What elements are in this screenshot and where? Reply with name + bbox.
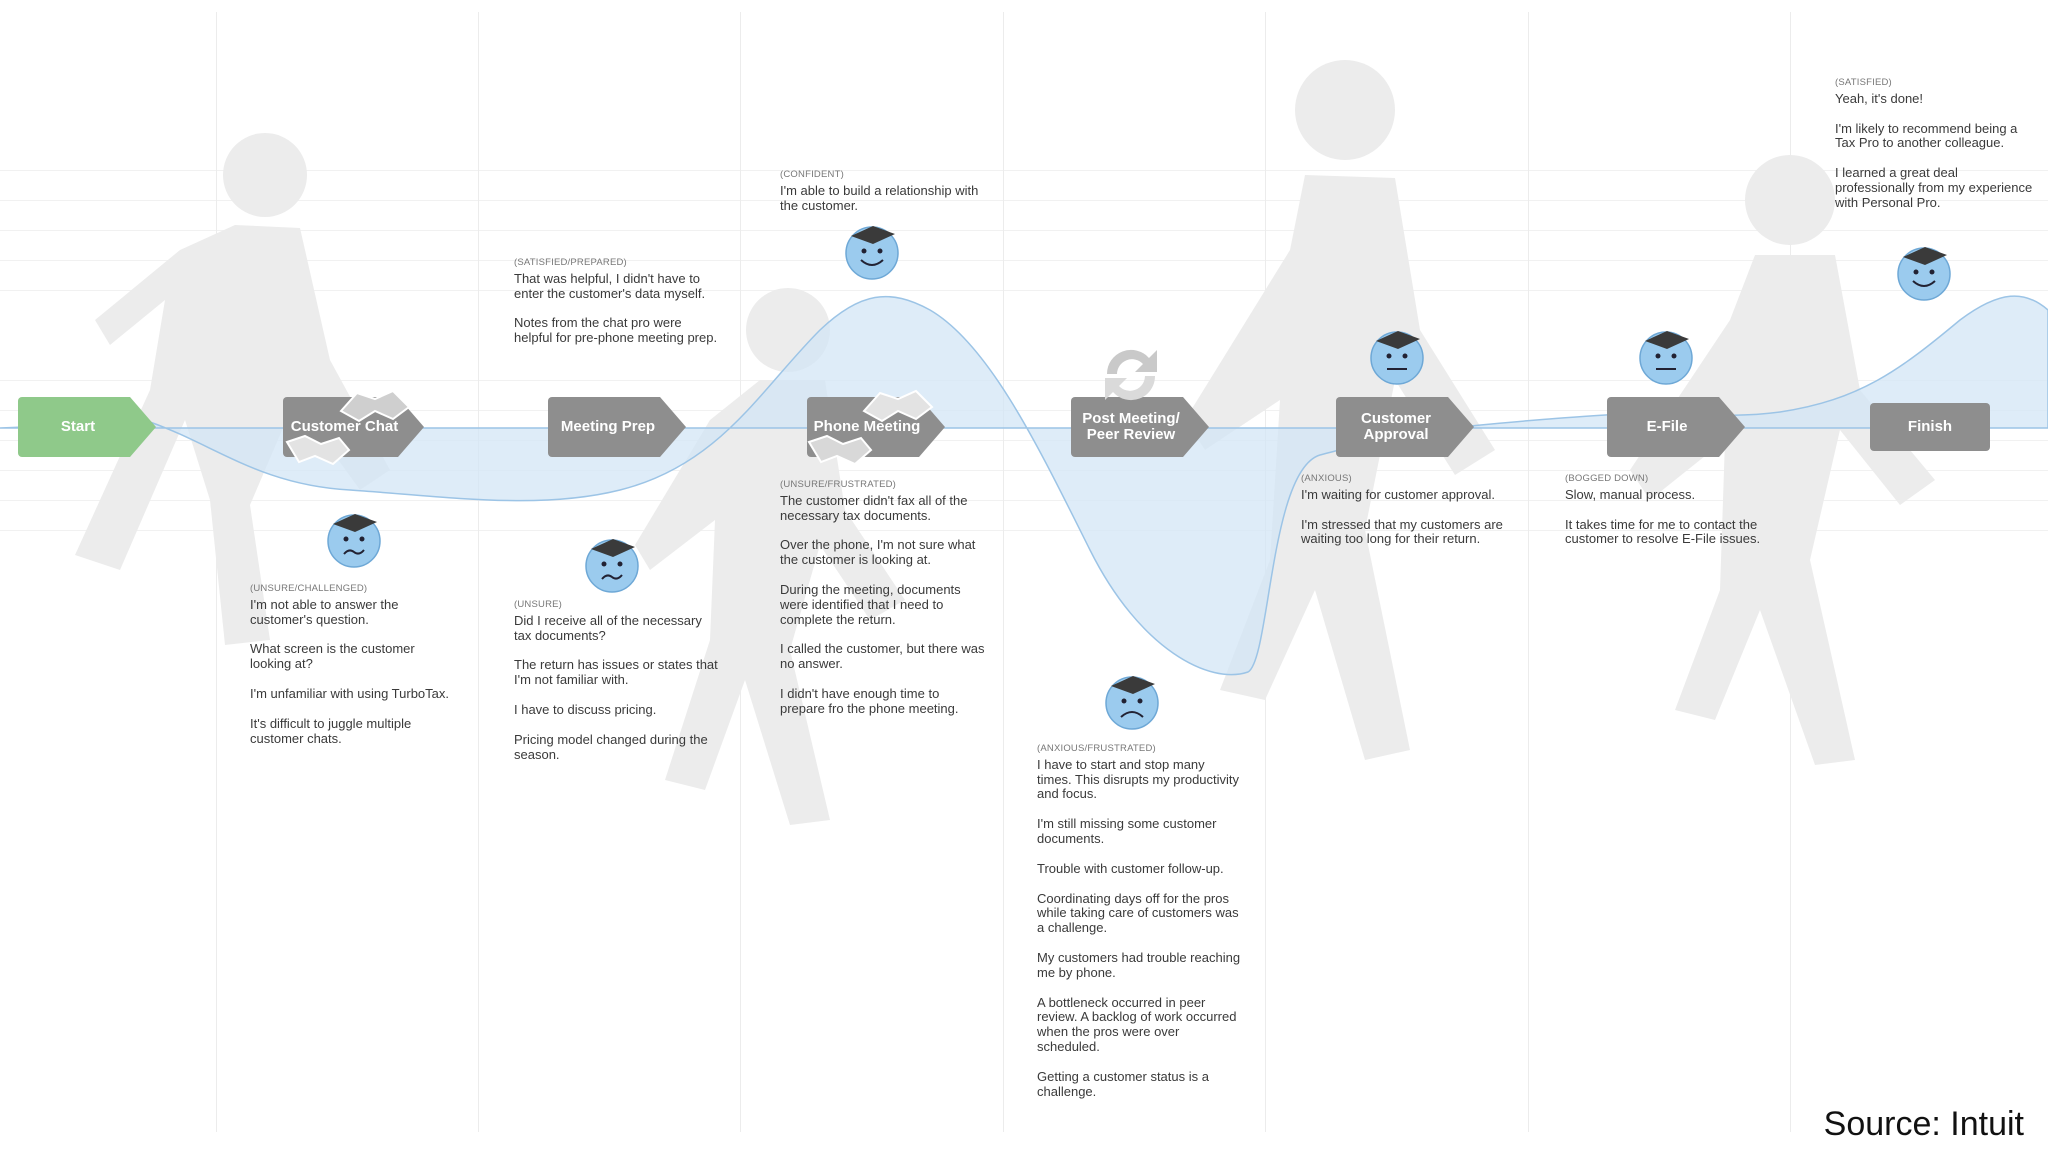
thought-text: I have to start and stop many times. Thi… bbox=[1037, 756, 1240, 802]
post-meeting-note: (ANXIOUS/FRUSTRATED) I have to start and… bbox=[1037, 742, 1242, 1114]
neutral-face-icon bbox=[1639, 331, 1693, 385]
sad-face-icon bbox=[1105, 676, 1159, 730]
thought-text: I called the customer, but there was no … bbox=[780, 641, 985, 672]
thought-text: I learned a great deal professionally fr… bbox=[1835, 165, 2033, 210]
thought-text: Did I receive all of the necessary tax d… bbox=[514, 612, 702, 643]
stage-arrow-meeting-prep: Meeting Prep bbox=[548, 397, 686, 457]
thought-text: I didn't have enough time to prepare fro… bbox=[780, 685, 959, 716]
thought-text: I'm waiting for customer approval. bbox=[1301, 486, 1495, 502]
grid-line bbox=[0, 290, 2048, 291]
walking-figure-icon bbox=[1630, 155, 1935, 765]
meeting-prep-satisfied-note: (SATISFIED/PREPARED) That was helpful, I… bbox=[514, 256, 719, 361]
grid-line bbox=[0, 380, 2048, 381]
finish-note: (SATISFIED) Yeah, it's done! I'm likely … bbox=[1835, 76, 2040, 226]
thought-text: Getting a customer status is a challenge… bbox=[1037, 1068, 1209, 1099]
handshake-icon bbox=[807, 434, 873, 466]
mood-label: (ANXIOUS) bbox=[1301, 473, 1352, 484]
handshake-icon bbox=[339, 389, 411, 423]
stage-arrow-post-meeting: Post Meeting/ Peer Review bbox=[1071, 397, 1209, 457]
mood-label: (BOGGED DOWN) bbox=[1565, 473, 1649, 484]
thought-text: I'm likely to recommend being a Tax Pro … bbox=[1835, 120, 2018, 151]
thought-text: During the meeting, documents were ident… bbox=[780, 581, 961, 627]
mood-label: (ANXIOUS/FRUSTRATED) bbox=[1037, 743, 1156, 754]
thought-text: I'm able to build a relationship with th… bbox=[780, 182, 979, 213]
stage-label: Customer Chat bbox=[290, 418, 399, 435]
thought-text: The return has issues or states that I'm… bbox=[514, 657, 718, 688]
thought-text: It's difficult to juggle multiple custom… bbox=[250, 715, 412, 746]
grid-line bbox=[0, 200, 2048, 201]
grid-line bbox=[0, 470, 2048, 471]
thought-text: I have to discuss pricing. bbox=[514, 701, 657, 717]
grid-line bbox=[0, 230, 2048, 231]
thought-text: Slow, manual process. bbox=[1565, 486, 1696, 502]
stage-label: Post Meeting/ Peer Review bbox=[1082, 410, 1180, 443]
thought-text: Trouble with customer follow-up. bbox=[1037, 860, 1224, 876]
happy-face-icon bbox=[845, 226, 899, 280]
stage-label: Phone Meeting bbox=[813, 418, 921, 435]
meeting-prep-unsure-note: (UNSURE) Did I receive all of the necess… bbox=[514, 598, 719, 777]
handshake-icon bbox=[285, 434, 351, 466]
stage-label: E-File bbox=[1646, 418, 1688, 435]
stage-label: Meeting Prep bbox=[560, 418, 656, 435]
phone-meeting-confident-note: (CONFIDENT) I'm able to build a relation… bbox=[780, 168, 985, 228]
mood-label: (UNSURE/CHALLENGED) bbox=[250, 583, 368, 594]
stage-label: Finish bbox=[1907, 418, 1953, 435]
grid-line bbox=[0, 530, 2048, 531]
thought-text: I'm not able to answer the customer's qu… bbox=[250, 596, 399, 627]
handshake-icon bbox=[862, 389, 934, 423]
grid-line bbox=[0, 410, 2048, 411]
stage-label: Customer Approval bbox=[1360, 410, 1431, 443]
customer-approval-note: (ANXIOUS) I'm waiting for customer appro… bbox=[1301, 472, 1506, 562]
stage-arrow-e-file: E-File bbox=[1607, 397, 1745, 457]
source-credit: Source: Intuit bbox=[1823, 1105, 2024, 1143]
emotion-curve bbox=[0, 295, 2048, 676]
thought-text: Yeah, it's done! bbox=[1835, 90, 1924, 106]
e-file-note: (BOGGED DOWN) Slow, manual process. It t… bbox=[1565, 472, 1770, 562]
grid-line bbox=[0, 500, 2048, 501]
grid-line bbox=[0, 260, 2048, 261]
thought-text: Coordinating days off for the pros while… bbox=[1037, 890, 1239, 936]
mood-label: (SATISFIED/PREPARED) bbox=[514, 257, 627, 268]
grid-line bbox=[0, 170, 2048, 171]
thought-text: My customers had trouble reaching me by … bbox=[1037, 949, 1241, 980]
thought-text: A bottleneck occurred in peer review. A … bbox=[1037, 994, 1237, 1054]
customer-chat-note: (UNSURE/CHALLENGED) I'm not able to answ… bbox=[250, 582, 455, 761]
grid-line bbox=[0, 440, 2048, 441]
thought-text: I'm unfamiliar with using TurboTax. bbox=[250, 685, 450, 701]
thought-text: That was helpful, I didn't have to enter… bbox=[514, 270, 706, 301]
refresh-icon bbox=[1105, 349, 1157, 401]
neutral-face-icon bbox=[1370, 331, 1424, 385]
mood-label: (UNSURE) bbox=[514, 599, 563, 610]
mood-label: (UNSURE/FRUSTRATED) bbox=[780, 479, 897, 490]
stage-label: Start bbox=[60, 418, 96, 435]
stage-arrow-start: Start bbox=[18, 397, 156, 457]
column-divider bbox=[1528, 12, 1529, 1132]
phone-meeting-unsure-note: (UNSURE/FRUSTRATED) The customer didn't … bbox=[780, 478, 985, 732]
thought-text: What screen is the customer looking at? bbox=[250, 641, 415, 672]
thought-text: Notes from the chat pro were helpful for… bbox=[514, 315, 718, 346]
column-divider bbox=[478, 12, 479, 1132]
mood-label: (SATISFIED) bbox=[1835, 77, 1892, 88]
stage-arrow-customer-approval: Customer Approval bbox=[1336, 397, 1474, 457]
column-divider bbox=[1003, 12, 1004, 1132]
thought-text: I'm still missing some customer document… bbox=[1037, 816, 1217, 846]
column-divider bbox=[216, 12, 217, 1132]
stage-arrow-finish: Finish bbox=[1870, 403, 1990, 451]
unsure-face-icon bbox=[327, 514, 381, 568]
thought-text: Pricing model changed during the season. bbox=[514, 731, 708, 762]
happy-face-icon bbox=[1897, 247, 1951, 301]
thought-text: It takes time for me to contact the cust… bbox=[1565, 516, 1761, 547]
mood-label: (CONFIDENT) bbox=[780, 169, 844, 180]
thought-text: Over the phone, I'm not sure what the cu… bbox=[780, 537, 976, 568]
thought-text: The customer didn't fax all of the neces… bbox=[780, 492, 968, 523]
thought-text: I'm stressed that my customers are waiti… bbox=[1301, 516, 1503, 547]
unsure-face-icon bbox=[585, 539, 639, 593]
